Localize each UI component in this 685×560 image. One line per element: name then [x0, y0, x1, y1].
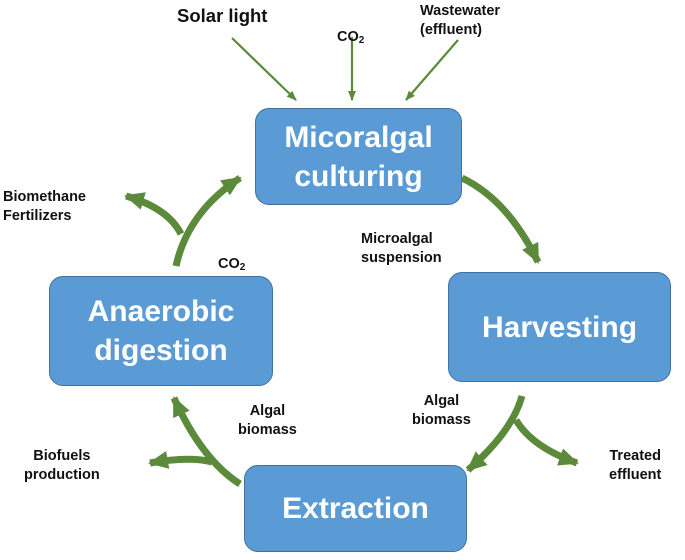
culturing-to-harvesting-arrow: [460, 174, 542, 264]
digestion-to-culturing-arrow: [172, 175, 242, 267]
biomethane-fertilizers-label: Biomethane Fertilizers: [3, 189, 86, 224]
co2-output-label: CO2: [218, 236, 245, 274]
co2-input-text: CO: [337, 29, 359, 45]
harvesting-box: Harvesting: [448, 272, 671, 382]
algal-biomass-left-label: Algal biomass: [238, 403, 297, 438]
biofuels-production-label: Biofuels production: [24, 448, 100, 483]
microalgal-suspension-label: Microalgal suspension: [361, 231, 442, 266]
microalgal-culturing-box: Micoralgal culturing: [255, 108, 462, 205]
anaerobic-digestion-label: Anaerobic digestion: [87, 295, 235, 367]
harvesting-label: Harvesting: [481, 310, 638, 344]
biomethane-branch-arrow: [124, 192, 185, 236]
treated-effluent-branch-arrow: [512, 418, 579, 467]
extraction-to-digestion-arrow: [170, 396, 242, 487]
wastewater-arrow: [405, 39, 459, 101]
co2-output-text: CO: [218, 256, 240, 272]
treated-effluent-label: Treated effluent: [609, 448, 662, 483]
solar-light-arrow: [231, 37, 297, 101]
microalgal-culturing-label: Micoralgal culturing: [284, 120, 433, 193]
extraction-box: Extraction: [244, 465, 467, 552]
harvesting-to-extraction-arrow: [465, 394, 526, 473]
anaerobic-digestion-box: Anaerobic digestion: [49, 276, 273, 386]
co2-output-subscript: 2: [239, 262, 246, 273]
co2-input-label: CO2: [337, 9, 364, 47]
biofuels-branch-arrow: [148, 451, 213, 469]
co2-input-subscript: 2: [358, 35, 365, 46]
extraction-label: Extraction: [282, 492, 429, 525]
algal-biomass-right-label: Algal biomass: [412, 393, 471, 428]
wastewater-label: Wastewater (effluent): [420, 3, 501, 38]
solar-light-label: Solar light: [177, 5, 268, 26]
